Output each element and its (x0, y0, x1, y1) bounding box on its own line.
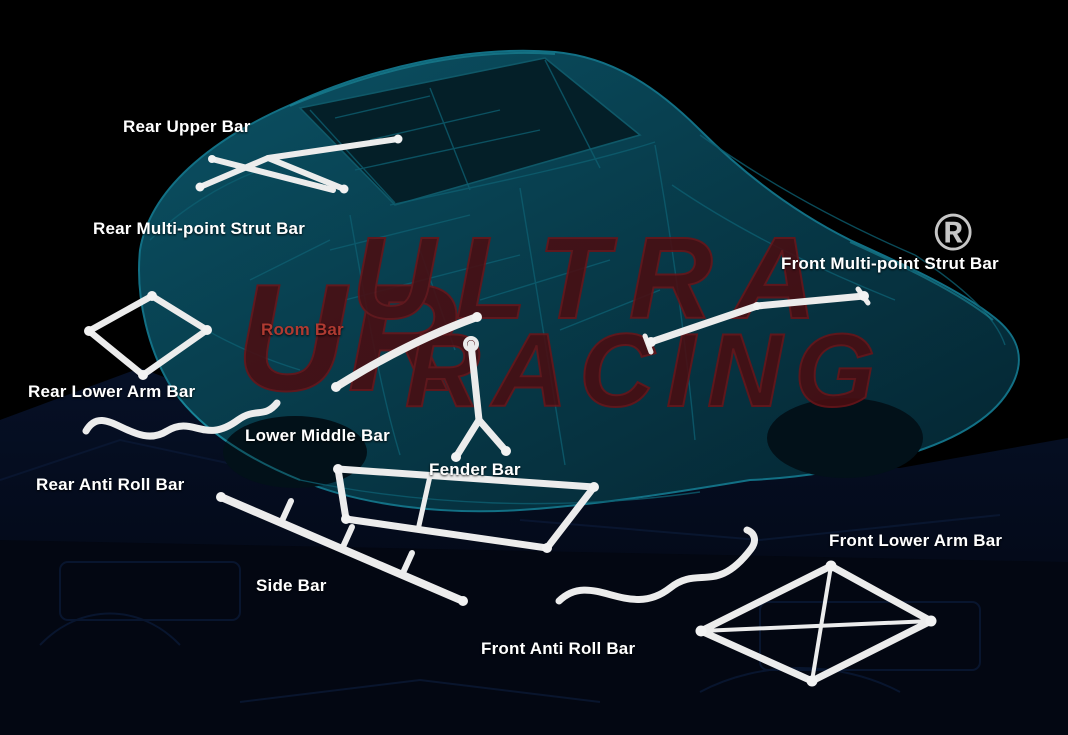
watermark-line1: ULTRA (352, 213, 836, 343)
registered-trademark-icon: ® (934, 204, 972, 262)
label-fender-bar: Fender Bar (429, 460, 521, 479)
front-multi-point-strut-bar-graphic (642, 286, 871, 355)
front-anti-roll-bar-graphic (555, 526, 758, 605)
fender-bar-graphic (451, 336, 511, 462)
rear-upper-bar-graphic (195, 134, 403, 194)
rear-anti-roll-bar-graphic (82, 399, 281, 440)
body-highlights (169, 51, 994, 481)
label-front-multi-point-strut-bar: Front Multi-point Strut Bar (781, 254, 999, 273)
side-bar-graphic (216, 492, 468, 606)
rear-lower-arm-bar-graphic (84, 291, 212, 380)
watermark: UR ULTRA RACING ® (235, 204, 972, 430)
lower-middle-bar-graphic (333, 464, 599, 553)
car-body (138, 49, 1020, 513)
label-front-anti-roll-bar: Front Anti Roll Bar (481, 639, 636, 658)
label-lower-middle-bar: Lower Middle Bar (245, 426, 390, 445)
strut-bars (82, 134, 937, 687)
label-front-lower-arm-bar: Front Lower Arm Bar (829, 531, 1003, 550)
front-lower-arm-bar-graphic (695, 560, 937, 687)
watermark-line2: RACING (405, 313, 887, 429)
wireframe-lines (149, 59, 1006, 505)
label-rear-anti-roll-bar: Rear Anti Roll Bar (36, 475, 185, 494)
label-rear-upper-bar: Rear Upper Bar (123, 117, 251, 136)
label-rear-lower-arm-bar: Rear Lower Arm Bar (28, 382, 196, 401)
label-side-bar: Side Bar (256, 576, 327, 595)
room-bar-graphic (331, 312, 482, 392)
label-room-bar: Room Bar (261, 320, 344, 339)
watermark-monogram: UR (236, 253, 460, 423)
label-rear-multi-point-strut-bar: Rear Multi-point Strut Bar (93, 219, 306, 238)
